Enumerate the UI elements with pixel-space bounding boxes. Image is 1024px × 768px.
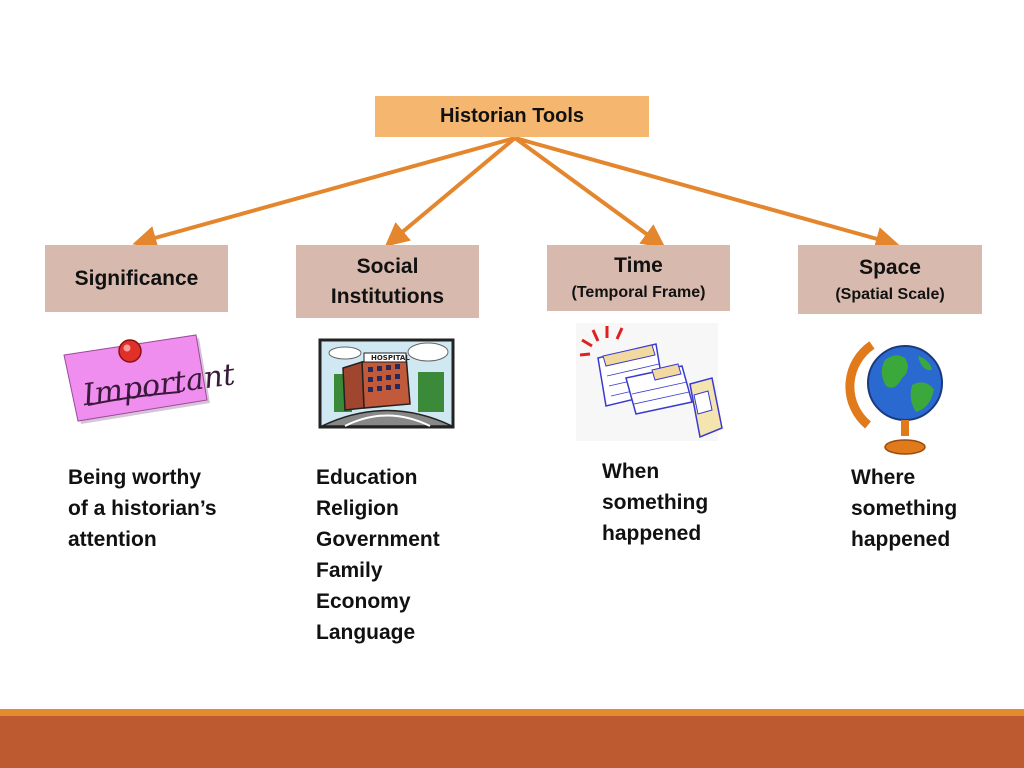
- category-box-space: Space (Spatial Scale): [798, 245, 982, 314]
- category-subtitle: (Spatial Scale): [835, 285, 945, 303]
- category-box-time: Time (Temporal Frame): [547, 245, 730, 311]
- footer-bar: [0, 716, 1024, 768]
- arrow-to-time: [513, 136, 666, 249]
- description-significance: Being worthy of a historian’s attention: [68, 466, 217, 551]
- important-note-icon: Important: [63, 334, 238, 424]
- globe-icon: [845, 341, 943, 455]
- svg-text:HOSPITAL: HOSPITAL: [371, 354, 410, 362]
- description-space: Where something happened: [851, 466, 958, 551]
- footer-divider: [0, 709, 1024, 716]
- category-title: Time: [614, 254, 663, 277]
- arrow-to-space: [514, 136, 900, 251]
- category-box-significance: Significance: [45, 245, 228, 312]
- calendar-pages-icon: [576, 323, 723, 441]
- category-title: Significance: [74, 266, 199, 290]
- arrow-to-social-institutions: [384, 136, 517, 247]
- category-title: Social Institutions: [330, 254, 445, 308]
- arrow-to-significance: [132, 136, 516, 250]
- category-subtitle: (Temporal Frame): [571, 284, 706, 301]
- category-title: Space: [859, 255, 921, 279]
- category-box-social-institutions: Social Institutions: [296, 245, 479, 318]
- root-node: Historian Tools: [375, 96, 649, 137]
- description-time: When something happened: [602, 460, 709, 545]
- description-social-institutions: Education Religion Government Family Eco…: [316, 466, 440, 644]
- root-label: Historian Tools: [439, 105, 585, 127]
- hospital-building-icon: HOSPITAL: [318, 338, 455, 429]
